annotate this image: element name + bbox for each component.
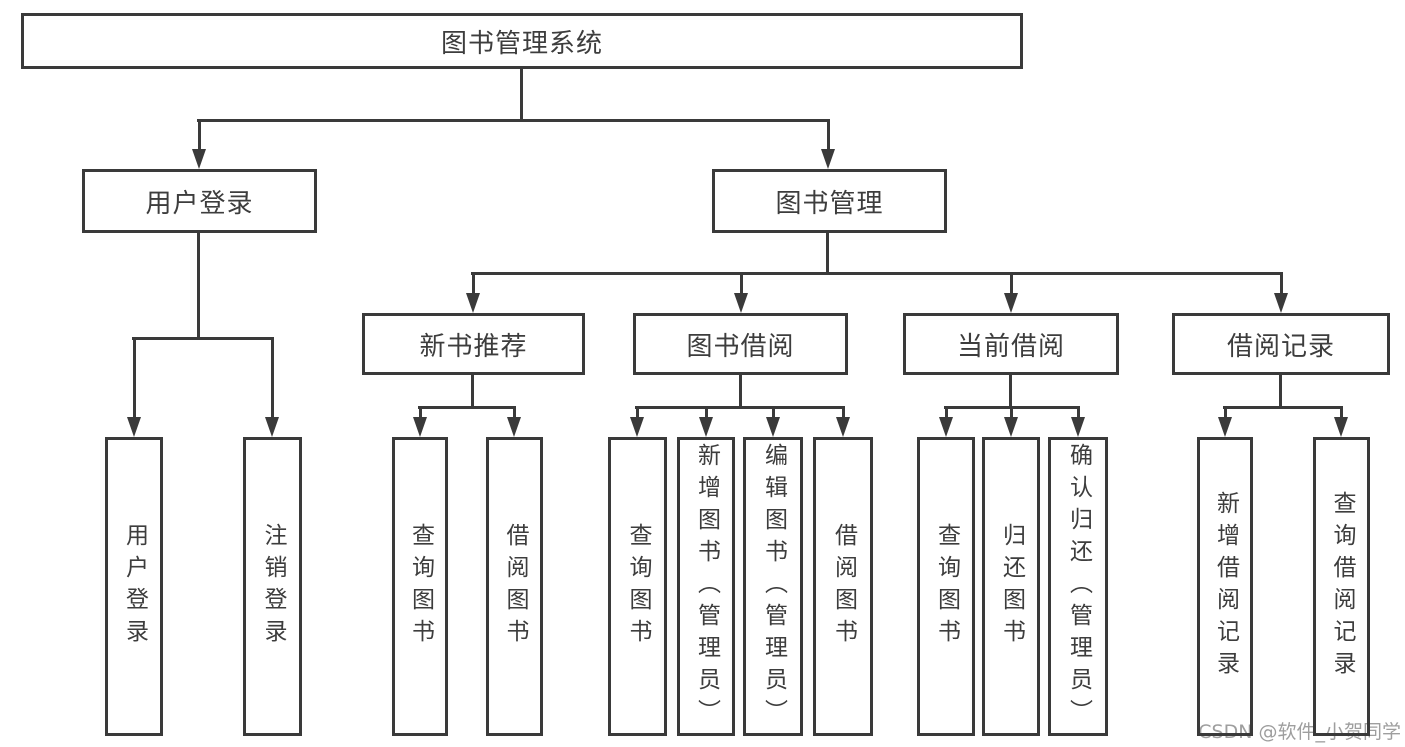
arrow-down bbox=[1274, 293, 1288, 313]
node-label: 新增图书（管理员） bbox=[693, 442, 720, 731]
leaf-query-books-borrow: 查询图书 bbox=[608, 437, 667, 736]
arrow-down bbox=[1004, 417, 1018, 437]
node-label: 用户登录 bbox=[121, 522, 148, 651]
connector-line-horizontal bbox=[1223, 406, 1343, 409]
node-label: 用户登录 bbox=[145, 188, 254, 219]
arrow-down bbox=[265, 417, 279, 437]
leaf-add-books-admin: 新增图书（管理员） bbox=[677, 437, 735, 736]
connector-line-vertical bbox=[1279, 375, 1282, 406]
leaf-logout: 注销登录 bbox=[243, 437, 302, 736]
arrow-down bbox=[699, 417, 713, 437]
node-label: 确认归还（管理员） bbox=[1065, 442, 1092, 731]
connector-line-vertical bbox=[197, 233, 200, 337]
connector-line-vertical bbox=[1009, 375, 1012, 406]
arrow-down bbox=[630, 417, 644, 437]
node-label: 图书管理 bbox=[775, 188, 884, 219]
arrow-stem bbox=[771, 406, 775, 419]
leaf-query-borrow-record: 查询借阅记录 bbox=[1313, 437, 1370, 736]
node-current-borrow: 当前借阅 bbox=[903, 313, 1119, 375]
leaf-user-login: 用户登录 bbox=[105, 437, 163, 736]
leaf-edit-books-admin: 编辑图书（管理员） bbox=[743, 437, 803, 736]
leaf-borrow-books-recommend: 借阅图书 bbox=[486, 437, 543, 736]
arrow-stem bbox=[1339, 406, 1343, 419]
node-library-system: 图书管理系统 bbox=[21, 13, 1023, 69]
node-label: 归还图书 bbox=[998, 522, 1025, 651]
connector-line-vertical bbox=[471, 375, 474, 406]
node-label: 图书借阅 bbox=[686, 331, 795, 362]
arrow-stem bbox=[1279, 272, 1283, 295]
csdn-watermark: CSDN @软件_小贺同学 bbox=[1198, 721, 1401, 743]
leaf-query-books-recommend: 查询图书 bbox=[392, 437, 448, 736]
arrow-stem bbox=[1009, 272, 1013, 295]
arrow-stem bbox=[418, 406, 422, 419]
arrow-down bbox=[507, 417, 521, 437]
leaf-borrow-books: 借阅图书 bbox=[813, 437, 873, 736]
leaf-confirm-return-admin: 确认归还（管理员） bbox=[1048, 437, 1108, 736]
arrow-stem bbox=[944, 406, 948, 419]
arrow-down bbox=[1334, 417, 1348, 437]
arrow-down bbox=[939, 417, 953, 437]
arrow-stem bbox=[1223, 406, 1227, 419]
node-label: 借阅记录 bbox=[1226, 331, 1335, 362]
arrow-down bbox=[413, 417, 427, 437]
arrow-stem bbox=[739, 272, 743, 295]
connector-line-horizontal bbox=[635, 406, 845, 409]
node-label: 查询图书 bbox=[625, 522, 651, 651]
arrow-stem bbox=[1009, 406, 1013, 419]
node-label: 图书管理系统 bbox=[440, 28, 603, 59]
connector-line-horizontal bbox=[418, 406, 516, 409]
arrow-down bbox=[127, 417, 141, 437]
arrow-down bbox=[466, 293, 480, 313]
node-label: 新书推荐 bbox=[419, 331, 528, 362]
leaf-query-books-current: 查询图书 bbox=[917, 437, 975, 736]
node-label: 借阅图书 bbox=[830, 522, 857, 651]
node-new-book-recommend: 新书推荐 bbox=[362, 313, 585, 375]
node-label: 查询图书 bbox=[407, 522, 434, 651]
node-user-login: 用户登录 bbox=[82, 169, 317, 233]
arrow-stem bbox=[197, 119, 201, 151]
node-label: 编辑图书（管理员） bbox=[760, 442, 787, 731]
arrow-stem bbox=[132, 337, 136, 419]
connector-line-vertical bbox=[520, 69, 523, 119]
arrow-stem bbox=[512, 406, 516, 419]
node-label: 新增借阅记录 bbox=[1212, 490, 1239, 683]
arrow-stem bbox=[471, 272, 475, 295]
arrow-stem bbox=[270, 337, 274, 419]
connector-line-horizontal bbox=[197, 119, 830, 122]
leaf-add-borrow-record: 新增借阅记录 bbox=[1197, 437, 1253, 736]
node-label: 查询借阅记录 bbox=[1329, 490, 1355, 683]
arrow-down bbox=[1004, 293, 1018, 313]
node-label: 查询图书 bbox=[933, 522, 960, 651]
arrow-stem bbox=[841, 406, 845, 419]
node-book-management: 图书管理 bbox=[712, 169, 947, 233]
arrow-stem bbox=[635, 406, 639, 419]
arrow-down bbox=[192, 149, 206, 169]
arrow-down bbox=[836, 417, 850, 437]
connector-line-horizontal bbox=[132, 337, 274, 340]
node-borrow-record: 借阅记录 bbox=[1172, 313, 1390, 375]
arrow-down bbox=[734, 293, 748, 313]
node-label: 注销登录 bbox=[260, 522, 286, 651]
connector-line-vertical bbox=[739, 375, 742, 406]
connector-line-vertical bbox=[826, 233, 829, 272]
node-label: 借阅图书 bbox=[502, 522, 528, 651]
arrow-down bbox=[1071, 417, 1085, 437]
arrow-stem bbox=[1076, 406, 1080, 419]
arrow-down bbox=[766, 417, 780, 437]
arrow-stem bbox=[826, 119, 830, 151]
arrow-down bbox=[1218, 417, 1232, 437]
node-book-borrow: 图书借阅 bbox=[633, 313, 848, 375]
arrow-down bbox=[821, 149, 835, 169]
node-label: 当前借阅 bbox=[956, 331, 1065, 362]
arrow-stem bbox=[704, 406, 708, 419]
leaf-return-books: 归还图书 bbox=[982, 437, 1040, 736]
connector-line-horizontal bbox=[471, 272, 1283, 275]
